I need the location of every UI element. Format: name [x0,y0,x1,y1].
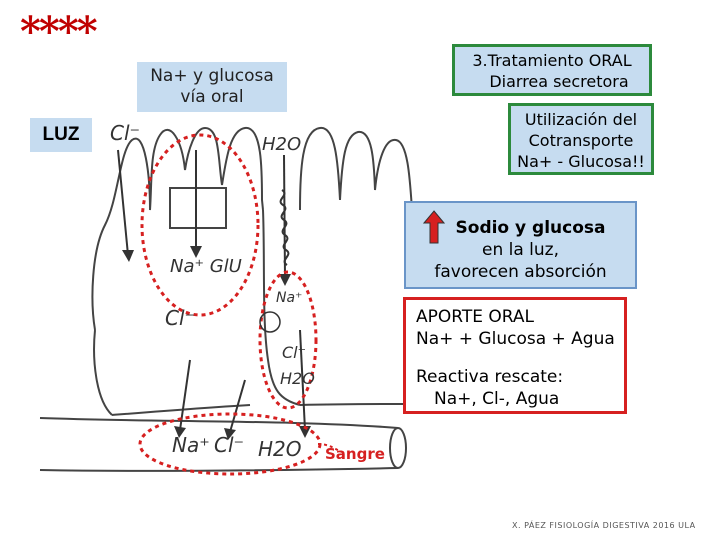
arrow-right-down [299,329,306,431]
cotransport-line1: Utilización del [524,110,638,129]
connector-to-sangre [317,443,343,453]
cell-membrane-outline [91,126,413,331]
aporte-box: APORTE ORAL Na+ + Glucosa + Agua Reactiv… [403,297,627,414]
na-glucosa-line2: vía oral [180,87,244,107]
pump-circle [259,311,281,333]
arrow-cl-basal-head [224,428,236,440]
arrow-na-glu-head [190,246,202,258]
stars-marker: **** [20,8,98,55]
treatment-line1: 3.Tratamiento ORAL [472,51,632,70]
label-cl-top: Cl⁻ [110,121,140,145]
treatment-line2: Diarrea secretora [489,72,629,91]
cell-left-wall [93,329,113,416]
cotransporter-rect [169,187,227,229]
highlight-ellipse-na-glu [140,133,260,317]
arrow-h2o-head [279,274,291,286]
label-na-glu: Na⁺ GlU [170,256,242,277]
na-glucosa-line1: Na+ y glucosa [150,66,274,86]
up-arrow-icon [423,210,445,244]
cell-basal-right [299,403,404,406]
sodio-line1: Sodio y glucosa [455,218,606,238]
blood-vessel-end [389,427,407,469]
label-blood-na: Na⁺ [172,433,210,457]
label-h2o-top: H2O [262,134,301,155]
na-glucosa-box: Na+ y glucosa vía oral [137,62,287,112]
sodio-box: Sodio y glucosa en la luz, favorecen abs… [404,201,637,289]
label-h2o-right: H2O [280,369,315,388]
label-blood-h2o: H2O [258,437,302,461]
cell-basal-left [111,404,251,416]
footer-credit: X. PÁEZ FISIOLOGÍA DIGESTIVA 2016 ULA [512,521,696,530]
cotransport-box: Utilización del Cotransporte Na+ - Gluco… [508,103,654,175]
aporte-line2: Na+ + Glucosa + Agua [416,329,615,349]
cotransport-line3: Na+ - Glucosa!! [517,152,645,171]
arrow-mid-down-head [174,426,186,438]
arrow-right-down-head [299,426,311,438]
sodio-line2: en la luz, [481,240,559,260]
aporte-line1: APORTE ORAL [416,307,534,327]
cell-junction [262,209,301,406]
aporte-line4: Na+, Cl-, Agua [434,389,560,409]
sangre-label: Sangre [325,445,385,463]
label-na-right: Na⁺ [276,290,302,306]
highlight-ellipse-right [258,270,318,410]
cotransport-line2: Cotransporte [528,131,634,150]
arrow-cl-left-head [122,250,134,262]
blood-vessel-top [39,417,399,429]
luz-label: LUZ [30,118,92,152]
label-blood-cl: Cl⁻ [214,433,244,457]
arrow-cl-basal [229,379,246,433]
treatment-box: 3.Tratamiento ORAL Diarrea secretora [452,44,652,96]
aporte-line3: Reactiva rescate: [416,367,564,387]
label-cl-mid: Cl⁻ [165,306,195,330]
arrow-cl-left [117,149,129,256]
label-cl-right: Cl⁻ [282,343,306,362]
blood-vessel-bottom [39,467,399,472]
arrow-h2o [283,154,286,279]
sodio-line3: favorecen absorción [434,262,607,282]
